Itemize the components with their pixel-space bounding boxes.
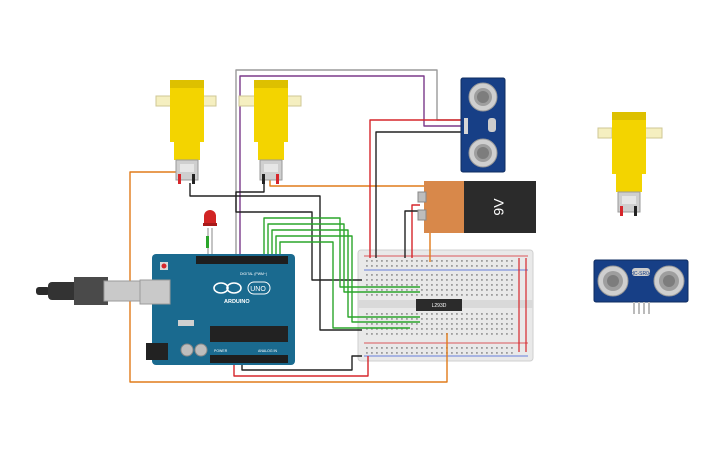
- wire-black-battery: [404, 210, 418, 258]
- arduino-logo: [213, 281, 271, 295]
- wire-black-sensor: [375, 131, 463, 258]
- dc-motor-right[interactable]: [597, 112, 663, 216]
- arduino-model: UNO: [250, 286, 266, 293]
- wire-black-mid-motor: [235, 180, 362, 281]
- arduino-brand: ARDUINO: [224, 299, 250, 305]
- usb-cable: [36, 277, 145, 305]
- wire-orange-mid-motor: [269, 172, 431, 262]
- wire-red-battery: [411, 204, 420, 258]
- wire-orange-left-motor: [129, 171, 448, 383]
- battery-label: 9V: [491, 198, 507, 216]
- wire-red-5v: [233, 356, 369, 377]
- power-header-label: POWER: [214, 349, 228, 353]
- dc-motor-middle[interactable]: [238, 80, 302, 184]
- l293d-ic[interactable]: L293D: [416, 299, 462, 311]
- breadboard-holes: [366, 260, 513, 354]
- wire-black-left-motor: [189, 183, 362, 331]
- digital-header-label: DIGITAL (PWM~): [240, 272, 267, 276]
- ultrasonic-sensor-right[interactable]: HC-SR04: [593, 259, 689, 314]
- sensor-right-label: HC-SR04: [630, 271, 652, 277]
- wire-black-gnd: [241, 355, 362, 371]
- arduino-uno[interactable]: UNO ARDUINO DIGITAL (PWM~) POWER ANALOG …: [36, 254, 295, 365]
- dc-motor-left[interactable]: [155, 80, 217, 184]
- wires[interactable]: [129, 69, 463, 383]
- analog-header-label: ANALOG IN: [258, 349, 278, 353]
- wire-purple-sensor: [239, 75, 463, 256]
- red-led[interactable]: [203, 210, 217, 248]
- ultrasonic-sensor-top[interactable]: [460, 77, 506, 173]
- battery-9v[interactable]: 9V: [417, 181, 536, 233]
- wire-red-sensor: [369, 119, 463, 258]
- ic-label: L293D: [432, 303, 447, 309]
